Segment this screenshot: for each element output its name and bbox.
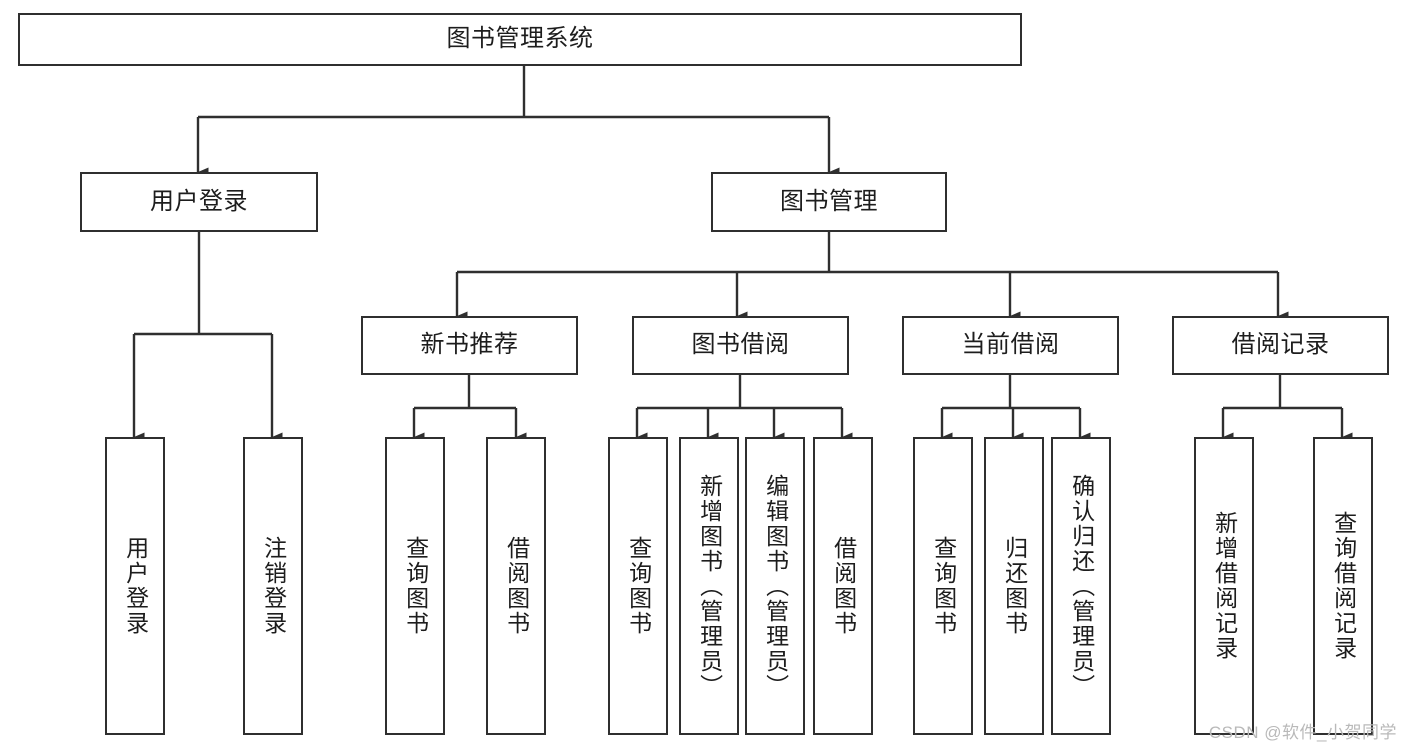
leaf-current-confirm-return-admin[interactable]: 确认归还（管理员） [1051,437,1111,735]
leaf-recommend-query-book-label: 查询图书 [402,536,429,636]
leaf-borrow-lend-book[interactable]: 借阅图书 [813,437,873,735]
leaf-borrow-add-book-admin-label: 新增图书（管理员） [696,473,723,699]
leaf-current-return-book-label: 归还图书 [1001,536,1028,636]
leaf-record-add[interactable]: 新增借阅记录 [1194,437,1254,735]
node-user-login-label: 用户登录 [150,187,248,215]
node-user-login[interactable]: 用户登录 [80,172,318,232]
watermark: CSDN @软件_小贺同学 [1208,723,1397,742]
leaf-current-query-book[interactable]: 查询图书 [913,437,973,735]
leaf-current-confirm-return-admin-label: 确认归还（管理员） [1068,473,1095,699]
node-borrow-record-label: 借阅记录 [1231,331,1330,359]
node-root[interactable]: 图书管理系统 [18,13,1022,66]
node-new-book-recommend-label: 新书推荐 [420,331,519,359]
leaf-recommend-borrow-book-label: 借阅图书 [503,536,530,636]
leaf-user-logout[interactable]: 注销登录 [243,437,303,735]
leaf-borrow-edit-book-admin[interactable]: 编辑图书（管理员） [745,437,805,735]
leaf-user-login-label: 用户登录 [122,536,149,636]
node-book-management[interactable]: 图书管理 [711,172,947,232]
leaf-record-add-label: 新增借阅记录 [1211,511,1238,661]
node-book-borrow-label: 图书借阅 [691,331,790,359]
node-root-label: 图书管理系统 [446,25,594,53]
node-book-management-label: 图书管理 [780,187,878,215]
leaf-current-query-book-label: 查询图书 [930,536,957,636]
leaf-user-login[interactable]: 用户登录 [105,437,165,735]
leaf-record-search[interactable]: 查询借阅记录 [1313,437,1373,735]
node-borrow-record[interactable]: 借阅记录 [1172,316,1389,375]
leaf-current-return-book[interactable]: 归还图书 [984,437,1044,735]
node-current-borrow[interactable]: 当前借阅 [902,316,1119,375]
leaf-record-search-label: 查询借阅记录 [1330,511,1357,661]
leaf-borrow-edit-book-admin-label: 编辑图书（管理员） [762,473,789,699]
node-book-borrow[interactable]: 图书借阅 [632,316,849,375]
leaf-borrow-lend-book-label: 借阅图书 [830,536,857,636]
node-current-borrow-label: 当前借阅 [961,331,1060,359]
leaf-borrow-query-book[interactable]: 查询图书 [608,437,668,735]
leaf-user-logout-label: 注销登录 [260,536,287,636]
leaf-recommend-query-book[interactable]: 查询图书 [385,437,445,735]
leaf-borrow-query-book-label: 查询图书 [625,536,652,636]
node-new-book-recommend[interactable]: 新书推荐 [361,316,578,375]
leaf-borrow-add-book-admin[interactable]: 新增图书（管理员） [679,437,739,735]
leaf-recommend-borrow-book[interactable]: 借阅图书 [486,437,546,735]
